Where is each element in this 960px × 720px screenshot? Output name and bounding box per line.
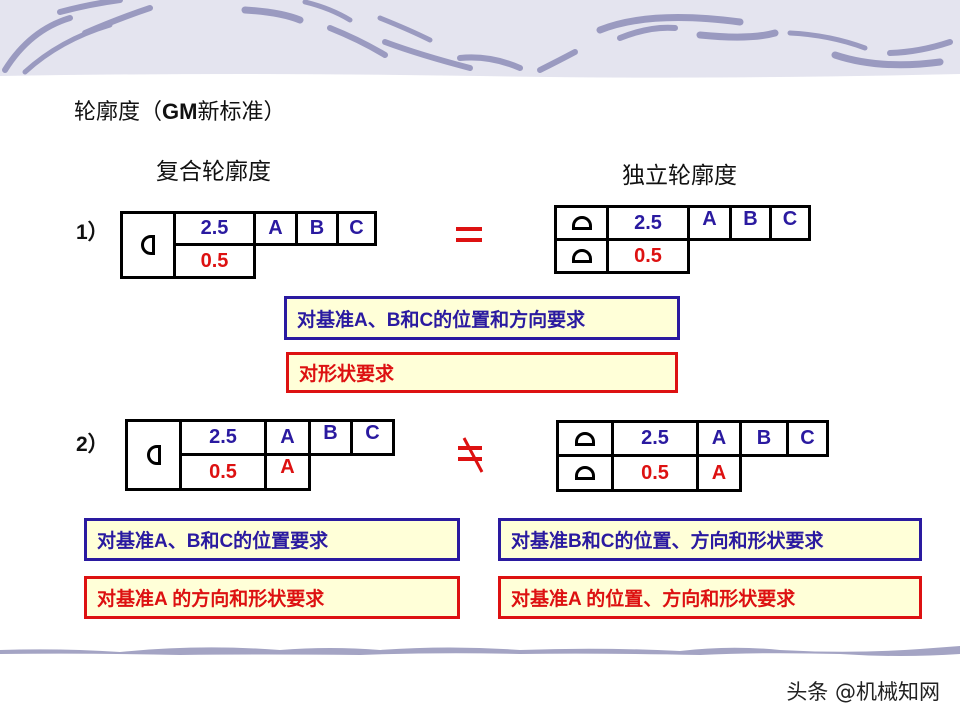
lower-datum-a-cell: A: [264, 453, 311, 491]
datum-c-cell: C: [769, 205, 811, 241]
profile-of-surface-icon: [571, 216, 592, 230]
profile-of-surface-icon: [146, 445, 161, 465]
profile-symbol-cell: [125, 419, 182, 491]
profile-symbol-cell-upper: [556, 420, 614, 457]
note-right-position-orientation-form-bc: 对基准B和C的位置、方向和形状要求: [498, 518, 922, 561]
header-independent-profile: 独立轮廓度: [622, 163, 737, 189]
profile-symbol-cell: [120, 211, 176, 279]
profile-of-surface-icon: [575, 466, 595, 480]
datum-b-cell: B: [308, 419, 353, 456]
note-position-orientation: 对基准A、B和C的位置和方向要求: [284, 296, 680, 340]
datum-b-cell: B: [295, 211, 339, 246]
note-right-position-orientation-form-a: 对基准A 的位置、方向和形状要求: [498, 576, 922, 619]
lower-datum-a-cell: A: [696, 454, 742, 492]
datum-a-cell: A: [264, 419, 311, 456]
profile-of-surface-icon: [575, 431, 595, 446]
datum-a-cell: A: [696, 420, 742, 457]
upper-tolerance-cell: 2.5: [606, 205, 690, 241]
decorative-banner: [0, 0, 960, 78]
profile-symbol-cell-lower: [556, 454, 614, 492]
lower-tolerance-cell: 0.5: [611, 454, 699, 492]
note-form: 对形状要求: [286, 352, 678, 393]
datum-c-cell: C: [336, 211, 377, 246]
datum-a-cell: A: [253, 211, 298, 246]
note-left-orientation-form: 对基准A 的方向和形状要求: [84, 576, 460, 619]
lower-tolerance-cell: 0.5: [173, 243, 256, 279]
profile-of-surface-icon: [141, 235, 155, 255]
lower-tolerance-cell: 0.5: [179, 453, 267, 491]
datum-a-cell: A: [687, 205, 732, 241]
header-composite-profile: 复合轮廓度: [156, 159, 271, 185]
not-equal-sign-icon: [458, 437, 484, 473]
profile-symbol-cell-upper: [554, 205, 609, 241]
upper-tolerance-cell: 2.5: [611, 420, 699, 457]
decorative-footer-wave: [0, 646, 960, 656]
profile-symbol-cell-lower: [554, 238, 609, 274]
page-title: 轮廓度（GM新标准）: [74, 99, 286, 125]
upper-tolerance-cell: 2.5: [179, 419, 267, 456]
profile-of-surface-icon: [571, 249, 592, 263]
datum-b-cell: B: [739, 420, 789, 457]
example-number-1: 1）: [76, 221, 109, 244]
datum-b-cell: B: [729, 205, 772, 241]
example-number-2: 2）: [76, 433, 109, 456]
datum-c-cell: C: [350, 419, 395, 456]
upper-tolerance-cell: 2.5: [173, 211, 256, 246]
datum-c-cell: C: [786, 420, 829, 457]
lower-tolerance-cell: 0.5: [606, 238, 690, 274]
note-left-position: 对基准A、B和C的位置要求: [84, 518, 460, 561]
watermark: 头条 @机械知网: [786, 680, 940, 704]
equals-sign-icon: [456, 227, 482, 242]
